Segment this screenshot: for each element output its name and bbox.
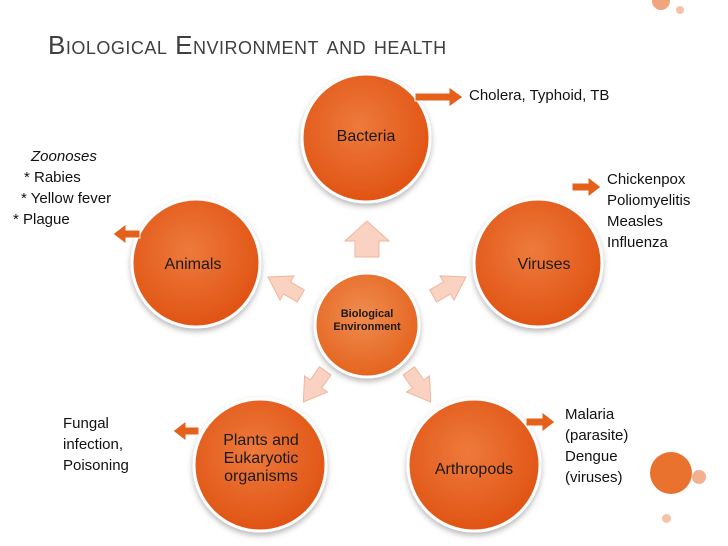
note-arrow-arthropods xyxy=(525,410,556,434)
plants-note-line: Poisoning xyxy=(63,457,129,474)
viruses-node xyxy=(472,197,604,329)
plants-note-line: infection, xyxy=(63,436,124,453)
plants-note: Fungal infection, Poisoning xyxy=(63,413,129,476)
center-node xyxy=(313,271,421,379)
arthropods-note-line: Malaria xyxy=(565,406,615,423)
decorative-circle-bottom-small xyxy=(692,470,706,484)
animals-note-line: * Plague xyxy=(13,211,70,228)
plants-node xyxy=(192,397,328,533)
arthropods-label: Arthropods xyxy=(434,461,514,478)
arthropods-node xyxy=(406,397,542,533)
note-arrow-viruses xyxy=(571,175,602,199)
viruses-note-line: Measles xyxy=(607,213,663,230)
decorative-circle-bottom-large xyxy=(650,452,692,494)
note-arrow-animals xyxy=(112,222,141,246)
viruses-note-line: Chickenpox xyxy=(607,171,686,188)
connector-arrow-bacteria xyxy=(343,220,391,258)
bacteria-label: Bacteria xyxy=(336,128,396,145)
decorative-circle-top-small xyxy=(676,6,684,14)
viruses-note-line: Influenza xyxy=(607,234,668,251)
arthropods-note-line: Dengue xyxy=(565,448,618,465)
connector-arrow-viruses xyxy=(428,275,467,303)
arthropods-note-line: (parasite) xyxy=(565,427,629,444)
animals-node xyxy=(130,197,262,329)
note-arrow-plants xyxy=(172,419,200,443)
bacteria-node xyxy=(300,72,432,204)
animals-note: Zoonoses * Rabies * Yellow fever * Plagu… xyxy=(13,146,112,230)
arthropods-note-line: (viruses) xyxy=(565,469,623,486)
page-title: Biological Environment and health xyxy=(48,30,447,60)
arthropods-note: Malaria (parasite) Dengue (viruses) xyxy=(565,404,628,488)
decorative-circle-top xyxy=(652,0,670,10)
viruses-note: Chickenpox Poliomyelitis Measles Influen… xyxy=(607,169,690,253)
animals-note-line: * Yellow fever xyxy=(21,190,112,207)
plants-note-line: Fungal xyxy=(63,415,109,432)
decorative-circle-bottom-tiny xyxy=(662,514,671,523)
animals-note-line: * Rabies xyxy=(24,169,81,186)
plants-label: Plants and Eukaryotic organisms xyxy=(223,432,299,485)
viruses-note-line: Poliomyelitis xyxy=(607,192,691,209)
bacteria-note: Cholera, Typhoid, TB xyxy=(469,87,610,104)
connector-arrow-plants xyxy=(302,366,332,403)
connector-arrow-animals xyxy=(267,275,306,303)
animals-label: Animals xyxy=(164,256,222,273)
connector-arrow-arthropods xyxy=(402,366,432,403)
viruses-label: Viruses xyxy=(517,256,571,273)
animals-note-heading: Zoonoses xyxy=(31,148,97,165)
note-arrow-bacteria xyxy=(414,86,464,108)
center-label: Biological Environment xyxy=(333,308,401,333)
